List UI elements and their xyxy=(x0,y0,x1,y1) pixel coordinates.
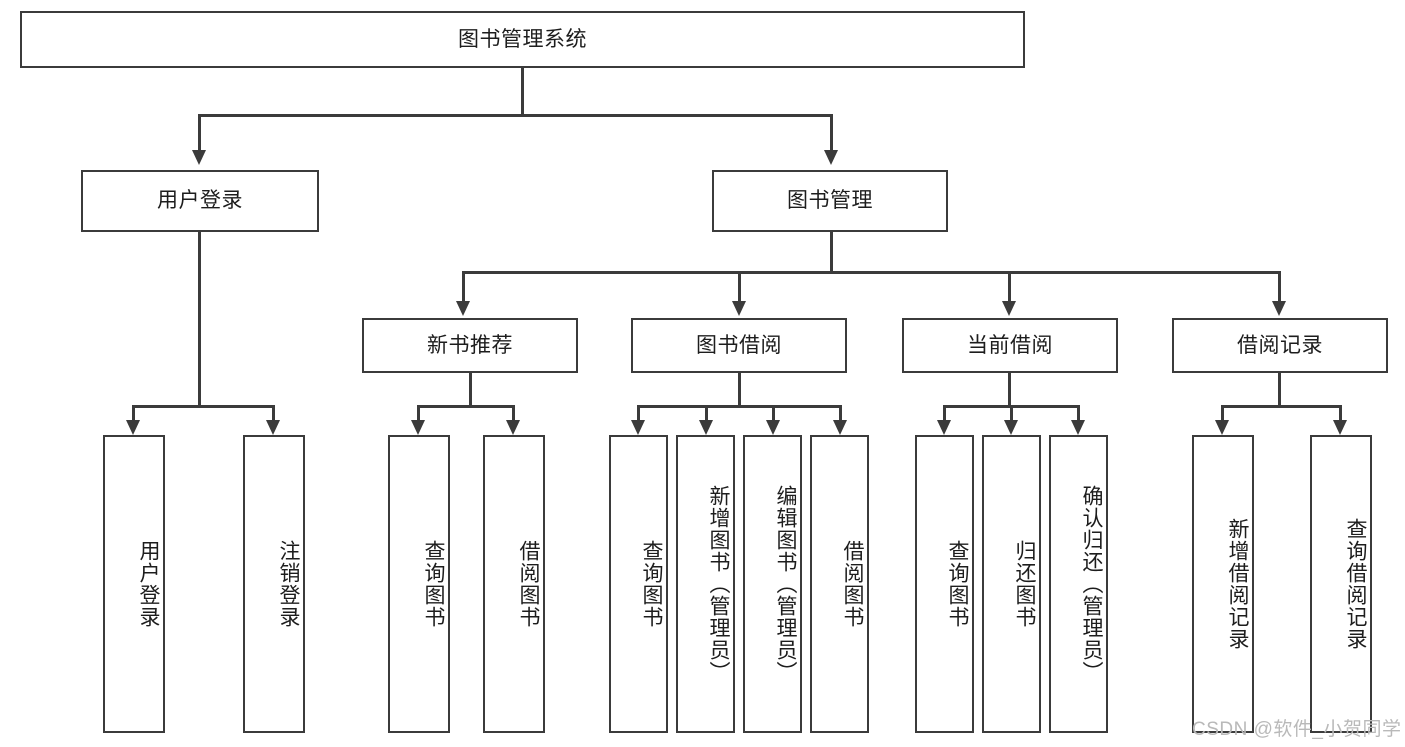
leaf-add-book-admin[interactable]: 新增图书（管理员） xyxy=(676,435,735,733)
connector-root-stem xyxy=(521,68,524,114)
node-current-borrowing[interactable]: 当前借阅 xyxy=(902,318,1118,373)
connector-to-book-borrow xyxy=(738,271,741,303)
connector-to-leaf-edit-book xyxy=(772,405,775,422)
leaf-borrow-book-new-rec[interactable]: 借阅图书 xyxy=(483,435,545,733)
connector-to-leaf-borrow-book-b xyxy=(839,405,842,422)
arrowhead-leaf-edit-book xyxy=(766,420,780,435)
leaf-query-book-new-rec[interactable]: 查询图书 xyxy=(388,435,450,733)
arrowhead-leaf-query-record xyxy=(1333,420,1347,435)
arrowhead-leaf-borrow-book-b xyxy=(833,420,847,435)
connector-level3-bus xyxy=(462,271,1280,274)
leaf-user-login[interactable]: 用户登录 xyxy=(103,435,165,733)
node-user-login[interactable]: 用户登录 xyxy=(81,170,319,232)
leaf-query-book-borrowing[interactable]: 查询图书 xyxy=(609,435,668,733)
arrowhead-current-borrow xyxy=(1002,301,1016,316)
arrowhead-leaf-query-book-b xyxy=(631,420,645,435)
connector-to-leaf-query-book-a xyxy=(417,405,420,422)
arrowhead-leaf-add-record xyxy=(1215,420,1229,435)
leaf-add-borrow-record[interactable]: 新增借阅记录 xyxy=(1192,435,1254,733)
connector-to-leaf-logout xyxy=(272,405,275,422)
connector-borrow-record-bus xyxy=(1221,405,1341,408)
connector-current-borrow-stem xyxy=(1008,373,1011,405)
connector-borrow-record-stem xyxy=(1278,373,1281,405)
arrowhead-book-manage xyxy=(824,150,838,165)
connector-root-to-user-login xyxy=(198,114,201,150)
connector-to-current-borrow xyxy=(1008,271,1011,303)
arrowhead-new-book-rec xyxy=(456,301,470,316)
arrowhead-leaf-query-book-c xyxy=(937,420,951,435)
arrowhead-borrow-record xyxy=(1272,301,1286,316)
arrowhead-leaf-return-book xyxy=(1004,420,1018,435)
connector-new-book-rec-bus xyxy=(417,405,514,408)
connector-to-borrow-record xyxy=(1278,271,1281,303)
node-book-borrowing[interactable]: 图书借阅 xyxy=(631,318,847,373)
arrowhead-user-login xyxy=(192,150,206,165)
connector-to-leaf-add-record xyxy=(1221,405,1224,422)
arrowhead-leaf-logout xyxy=(266,420,280,435)
leaf-logout[interactable]: 注销登录 xyxy=(243,435,305,733)
connector-to-leaf-query-book-c xyxy=(943,405,946,422)
node-book-management[interactable]: 图书管理 xyxy=(712,170,948,232)
connector-to-leaf-user-login xyxy=(132,405,135,422)
arrowhead-leaf-borrow-book-a xyxy=(506,420,520,435)
node-new-book-recommendation[interactable]: 新书推荐 xyxy=(362,318,578,373)
connector-book-borrow-stem xyxy=(738,373,741,405)
arrowhead-leaf-user-login xyxy=(126,420,140,435)
leaf-confirm-return-admin[interactable]: 确认归还（管理员） xyxy=(1049,435,1108,733)
connector-to-leaf-borrow-book-a xyxy=(512,405,515,422)
connector-root-to-book-manage xyxy=(830,114,833,150)
arrowhead-leaf-query-book-a xyxy=(411,420,425,435)
leaf-borrow-book-borrowing[interactable]: 借阅图书 xyxy=(810,435,869,733)
connector-to-leaf-query-book-b xyxy=(637,405,640,422)
node-root-book-management-system[interactable]: 图书管理系统 xyxy=(20,11,1025,68)
connector-to-leaf-add-book xyxy=(705,405,708,422)
connector-root-bus xyxy=(198,114,832,117)
connector-user-login-bus xyxy=(132,405,274,408)
leaf-query-borrow-record[interactable]: 查询借阅记录 xyxy=(1310,435,1372,733)
leaf-edit-book-admin[interactable]: 编辑图书（管理员） xyxy=(743,435,802,733)
connector-to-leaf-query-record xyxy=(1339,405,1342,422)
connector-user-login-stem xyxy=(198,232,201,405)
arrowhead-leaf-add-book xyxy=(699,420,713,435)
connector-new-book-rec-stem xyxy=(469,373,472,405)
connector-book-borrow-bus xyxy=(637,405,841,408)
connector-to-new-book-rec xyxy=(462,271,465,303)
connector-to-leaf-return-book xyxy=(1010,405,1013,422)
arrowhead-leaf-confirm-return xyxy=(1071,420,1085,435)
leaf-return-book[interactable]: 归还图书 xyxy=(982,435,1041,733)
connector-book-manage-stem xyxy=(830,232,833,271)
leaf-query-book-current[interactable]: 查询图书 xyxy=(915,435,974,733)
node-borrowing-record[interactable]: 借阅记录 xyxy=(1172,318,1388,373)
arrowhead-book-borrow xyxy=(732,301,746,316)
connector-to-leaf-confirm-return xyxy=(1077,405,1080,422)
